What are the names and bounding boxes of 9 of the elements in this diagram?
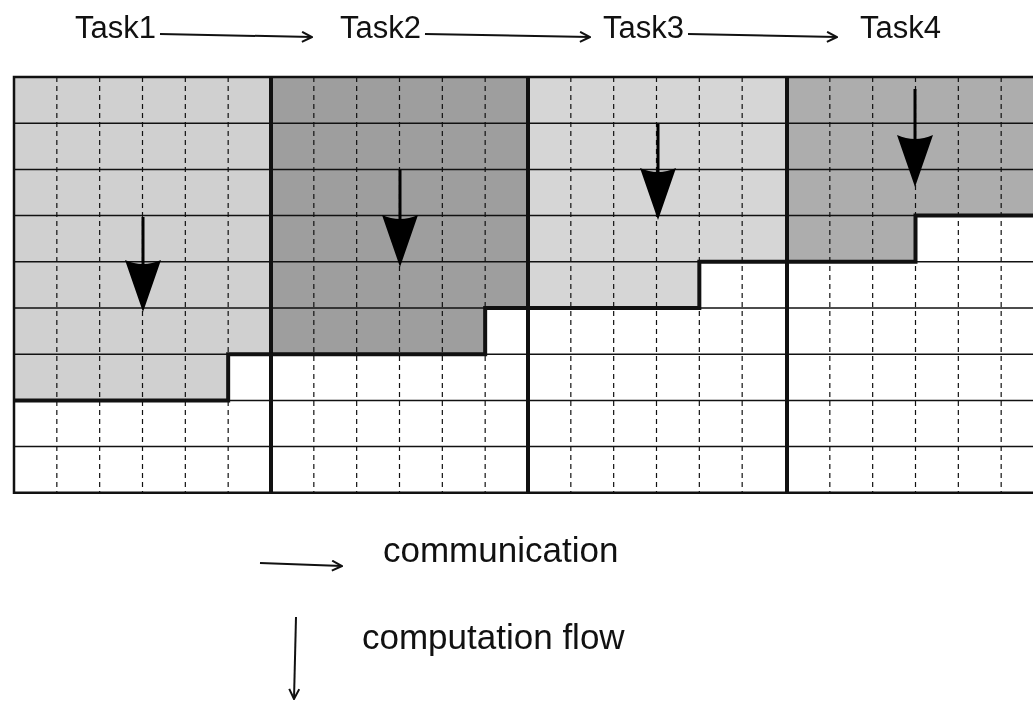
task-label: Task3 [590,10,688,46]
arrow [159,30,313,43]
legend-label: communication [383,530,619,570]
task-label: Task2 [312,10,425,46]
arrow [424,30,591,43]
legend-label: computation flow [362,617,625,657]
task-label: Task4 [837,10,949,46]
arrow [687,30,838,43]
task-label: Task1 [60,10,160,46]
